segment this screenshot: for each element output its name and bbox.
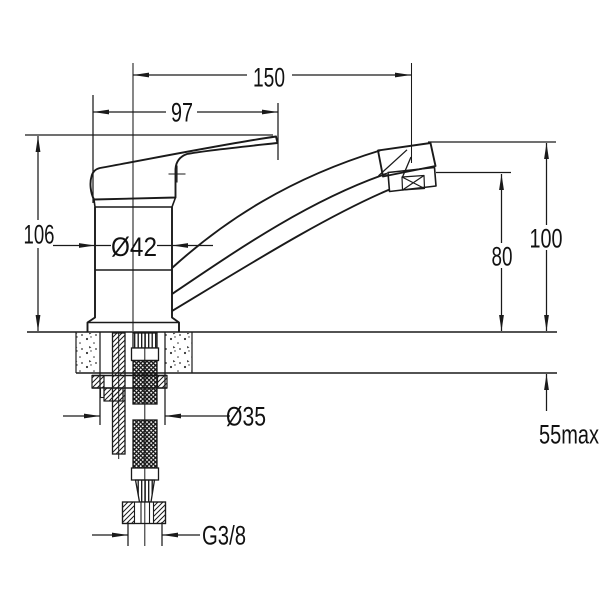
label-body-height: 106: [24, 220, 55, 250]
pivot-cross-mark: [168, 165, 186, 183]
label-hose-thread: G3/8: [202, 521, 246, 551]
spout-curve-top: [171, 149, 381, 269]
spout-curve-bottom: [171, 188, 390, 312]
aerator: [387, 166, 437, 193]
spout: [171, 142, 437, 312]
dimension-labels: 150 97 106 Ø42 80 100 Ø35 G3/8 55max: [24, 63, 600, 551]
under-counter-assembly: [91, 332, 168, 546]
label-counter-thickness: 55max: [539, 420, 599, 450]
spout-curve-middle: [171, 172, 388, 295]
counter-section-texture-left: [76, 333, 100, 372]
faucet: [86, 135, 437, 332]
label-spout-height: 100: [530, 224, 563, 254]
dimensions: [25, 63, 556, 546]
faucet-body: [86, 207, 180, 332]
label-body-diameter: Ø42: [111, 232, 157, 262]
label-spout-reach: 150: [253, 63, 285, 93]
faucet-handle: [89, 135, 279, 201]
countertop: [27, 331, 557, 374]
supply-hose: [121, 332, 167, 525]
label-hole-diameter: Ø35: [226, 402, 266, 432]
label-handle-projection: 97: [171, 98, 193, 128]
handle-dome: [93, 197, 177, 208]
hose-nut: [121, 501, 167, 525]
spout-end: [377, 142, 437, 178]
aerator-flow-symbol: [401, 174, 426, 191]
label-outlet-height: 80: [492, 242, 513, 272]
counter-section-texture-right: [165, 333, 192, 372]
